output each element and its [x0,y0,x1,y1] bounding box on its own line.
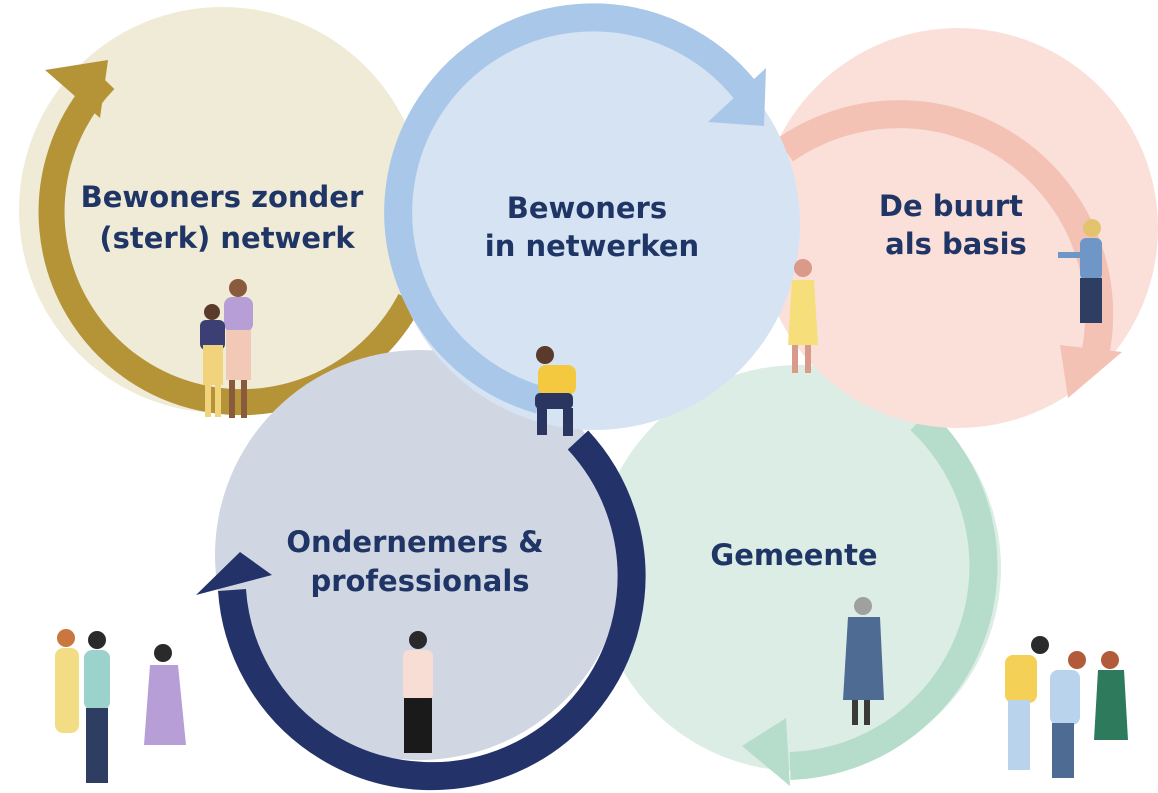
person-crouching-illustration [535,346,576,436]
arrow-head-lightblue [708,68,766,126]
label-de-buurt-als-basis: De buurt als basis [879,189,1033,261]
label-gemeente: Gemeente [710,538,877,572]
arrow-head-navy [196,552,272,595]
person-mother-illustration [224,279,253,418]
person-child-illustration [200,304,225,417]
label-bewoners-zonder-netwerk: Bewoners zonder (sterk) netwerk [81,180,374,255]
circle-bewoners-in-netwerken [384,3,800,430]
arrow-head-gold [45,60,108,118]
circle-ondernemers [196,350,646,791]
label-ondernemers-professionals: Ondernemers & professionals [286,525,553,598]
person-grey-hair-illustration [843,597,884,725]
person-man-pointing-illustration [403,631,433,753]
label-bewoners-in-netwerken: Bewoners in netwerken [485,191,699,263]
person-yellow-dress-illustration [788,259,818,373]
circle-gemeente [595,365,1001,786]
arrow-head-salmon [1060,345,1122,398]
group-right-illustration [1005,636,1128,778]
arrow-head-mint [742,718,790,786]
group-left-illustration [55,629,186,783]
person-walking-illustration [1058,219,1102,323]
